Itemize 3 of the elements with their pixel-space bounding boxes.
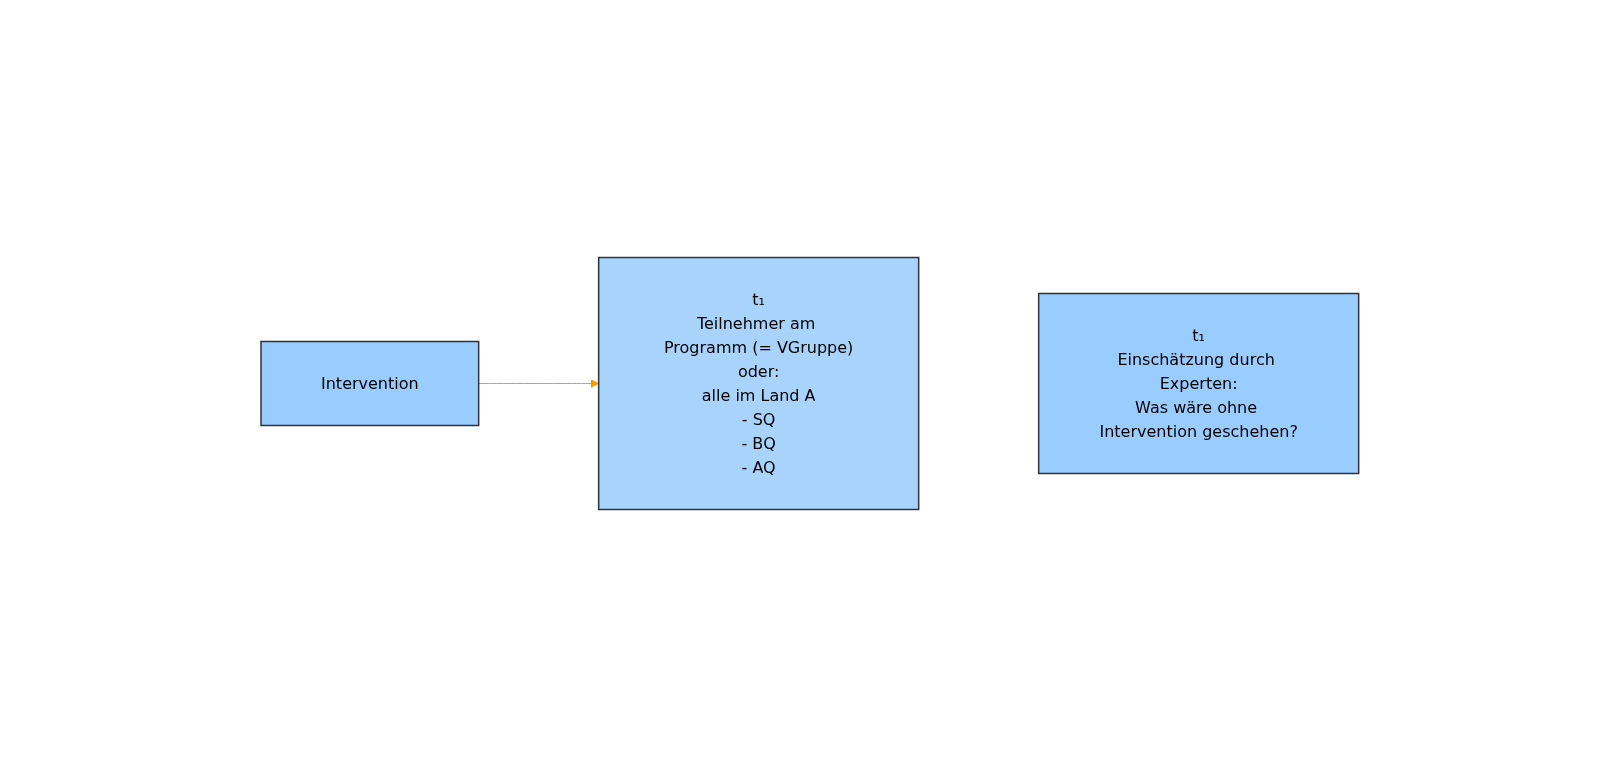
- node-box: t₁ Einschätzung durch Experten: Was wäre ohne Intervention geschehen?: [1037, 292, 1360, 475]
- node-box: Intervention: [259, 340, 480, 427]
- node-box: t₁ Teilnehmer am Programm (= VGruppe) oder: alle im Land A - SQ - BQ - AQ: [597, 256, 920, 511]
